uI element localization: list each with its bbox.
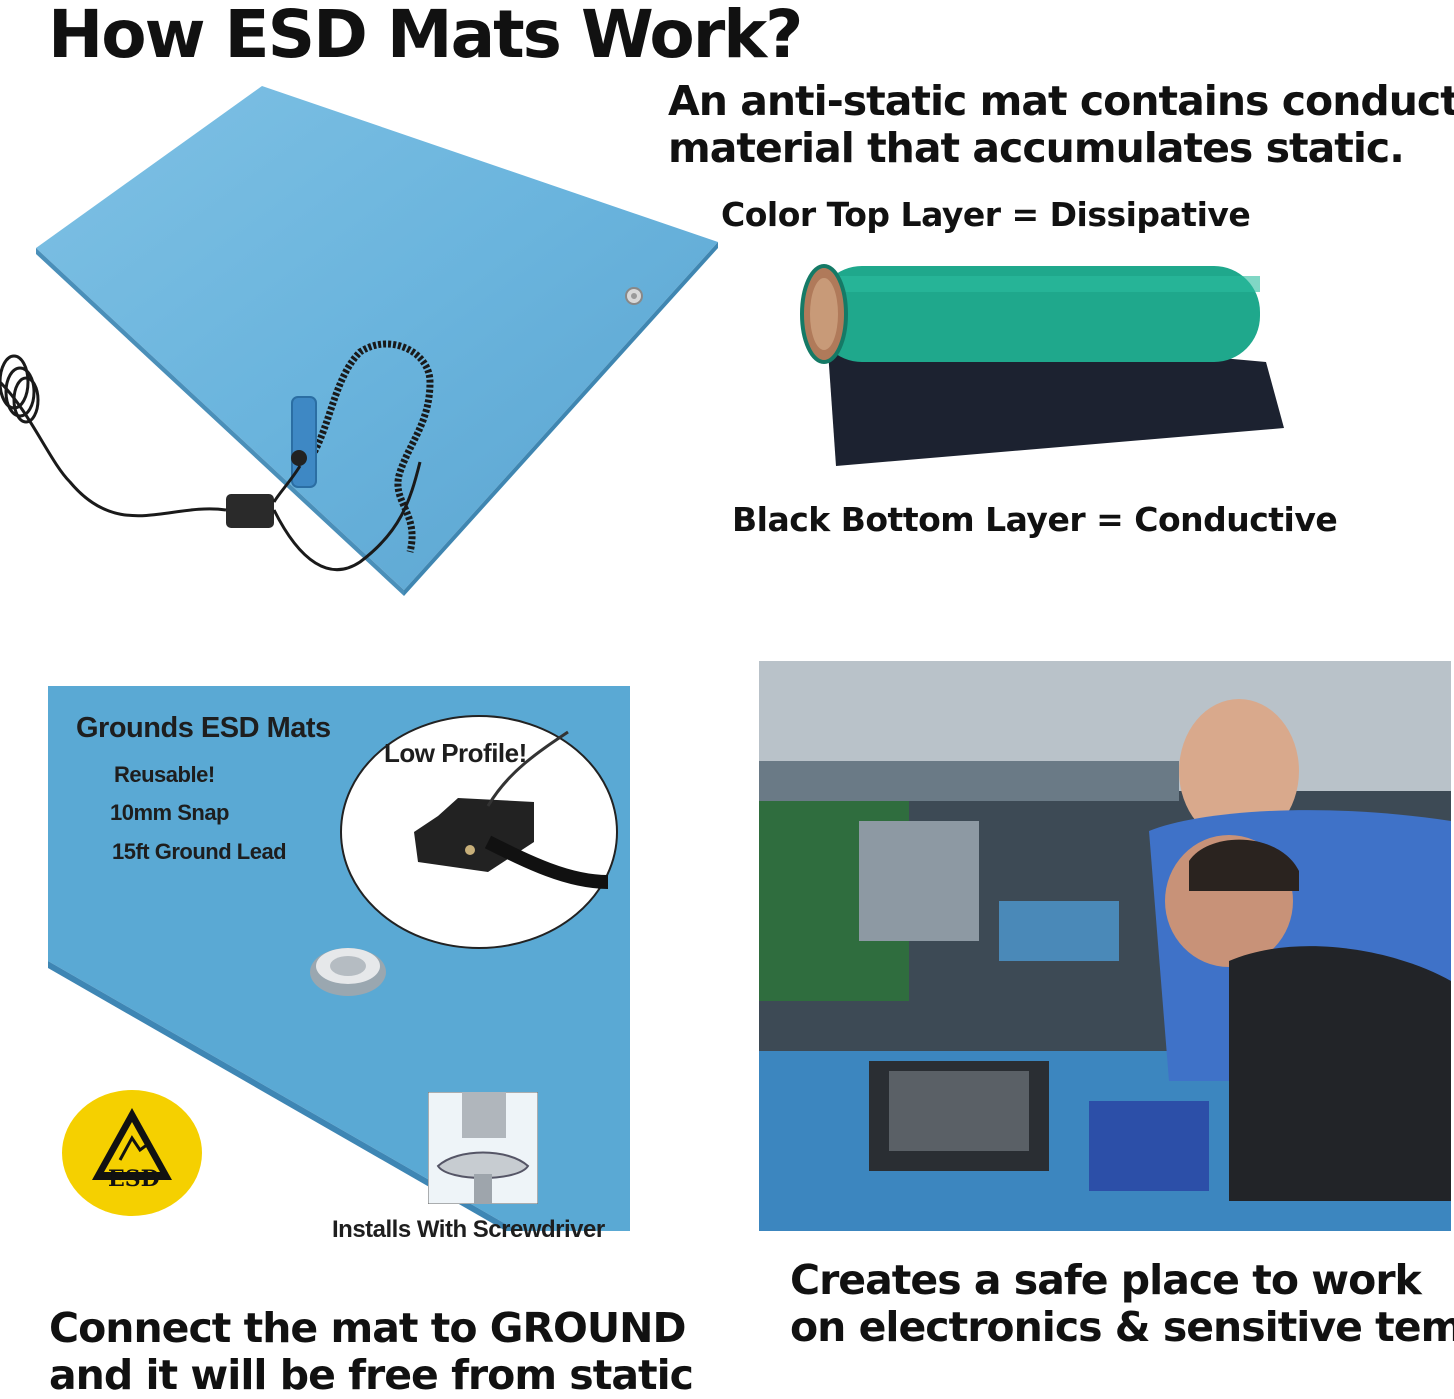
- feature-item: Reusable!: [114, 762, 215, 787]
- feature-item: 10mm Snap: [110, 800, 230, 825]
- top-layer-label: Color Top Layer = Dissipative: [721, 195, 1251, 234]
- feature-item: 15ft Ground Lead: [112, 839, 287, 864]
- ground-caption-line-1: Connect the mat to GROUND: [49, 1304, 687, 1352]
- ground-caption-line-2: and it will be free from static: [49, 1351, 694, 1399]
- esd-badge-text: ESD: [108, 1166, 160, 1192]
- work-caption-line-2: on electronics & sensitive tems: [790, 1303, 1454, 1351]
- low-profile-callout-circle: [340, 715, 618, 949]
- feature-heading: Grounds ESD Mats: [76, 712, 331, 744]
- intro-text: An anti-static mat contains conductive m…: [668, 78, 1454, 172]
- callout-label: Low Profile!: [384, 738, 527, 768]
- intro-line-2: material that accumulates static.: [668, 124, 1405, 172]
- screwdriver-inset-image: [428, 1092, 538, 1204]
- intro-line-1: An anti-static mat contains conductive: [668, 77, 1454, 125]
- feature-panel: Grounds ESD Mats Reusable! 10mm Snap 15f…: [48, 686, 630, 1243]
- ground-caption: Connect the mat to GROUND and it will be…: [49, 1304, 694, 1399]
- work-caption-line-1: Creates a safe place to work: [790, 1256, 1422, 1304]
- technicians-workbench-photo: [759, 661, 1451, 1231]
- esd-warning-icon: [62, 1090, 202, 1216]
- blue-mat-with-wrist-strap-image: [0, 86, 718, 596]
- bottom-layer-label: Black Bottom Layer = Conductive: [732, 500, 1338, 539]
- rolled-mat-layers-image: [800, 264, 1284, 466]
- page-title: How ESD Mats Work?: [48, 0, 803, 73]
- work-caption: Creates a safe place to work on electron…: [790, 1257, 1454, 1351]
- install-note: Installs With Screwdriver: [332, 1216, 605, 1243]
